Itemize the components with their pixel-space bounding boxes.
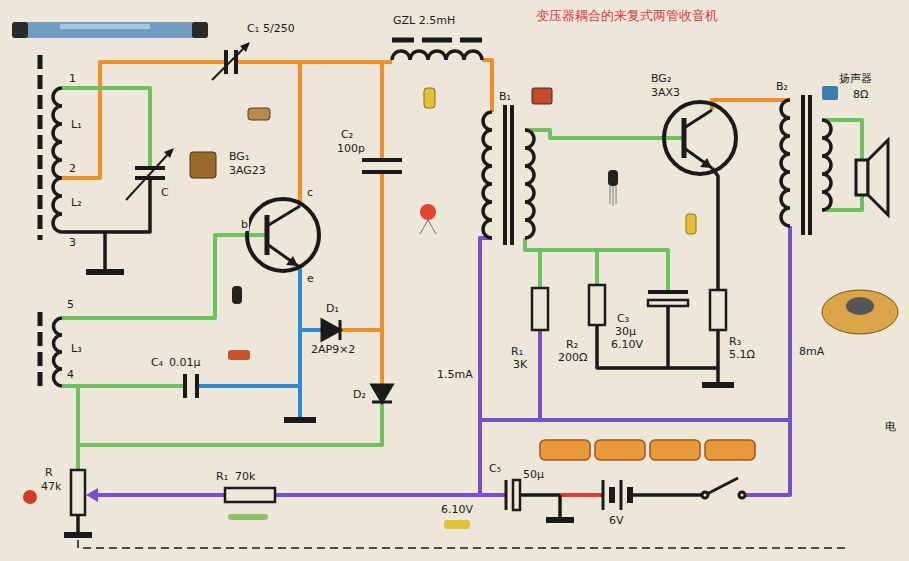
component-label: 8mA	[798, 345, 825, 358]
component-label: 6V	[608, 514, 625, 527]
speaker-symbol	[856, 140, 888, 215]
transformer-core	[392, 40, 810, 245]
component-label: C₃	[616, 312, 630, 325]
tuning-arrow	[164, 148, 174, 158]
emitter-arrow	[700, 158, 712, 168]
component-label: C	[160, 186, 170, 199]
component-label: b	[240, 218, 249, 231]
ferrite-rod	[12, 22, 208, 38]
component-label: 扬声器	[838, 72, 873, 85]
black-wire	[62, 168, 718, 535]
component-pictures	[23, 86, 898, 529]
component-label: R₁	[215, 470, 229, 483]
component-label: R₃	[728, 335, 742, 348]
component-label: C₅	[488, 462, 502, 475]
antenna-core	[38, 55, 43, 392]
component-label: R₂	[565, 338, 579, 351]
diode-symbol	[322, 320, 392, 402]
capacitor-symbol	[126, 46, 688, 510]
switch-symbol	[702, 478, 745, 498]
component-label: L₃	[70, 342, 83, 355]
component-label: D₂	[352, 388, 367, 401]
component-label: 3AX3	[650, 86, 681, 99]
component-label: 70k	[234, 470, 256, 483]
component-label: 6.10V	[610, 338, 644, 351]
component-label: 4	[66, 368, 75, 381]
wiper-arrow	[86, 488, 98, 502]
component-label: 200Ω	[557, 351, 588, 364]
component-label: 3AG23	[228, 164, 267, 177]
component-label: 0.01μ	[168, 356, 202, 369]
resistor-symbol	[71, 285, 726, 515]
coil-symbol	[53, 51, 831, 386]
trimmer-arrow	[240, 42, 250, 52]
orange-wire	[62, 60, 790, 385]
diagram-title: 变压器耦合的来复式两管收音机	[535, 8, 719, 24]
component-label: 3K	[512, 358, 528, 371]
component-label: c	[306, 186, 314, 199]
component-label: L₂	[70, 196, 83, 209]
component-label: B₂	[775, 80, 789, 93]
component-label: e	[306, 272, 315, 285]
emitter-arrow	[286, 256, 298, 266]
component-label: 电	[884, 420, 897, 433]
green-wire	[62, 88, 862, 470]
component-label: 47k	[40, 480, 62, 493]
component-label: D₁	[325, 302, 340, 315]
battery-cells-picture	[540, 440, 755, 460]
component-label: 1.5mA	[436, 368, 474, 381]
component-label: 3	[68, 236, 77, 249]
component-label: 5	[66, 298, 75, 311]
component-label: C₁	[246, 22, 260, 35]
component-label: 8Ω	[852, 88, 869, 101]
component-label: 2	[68, 162, 77, 175]
component-label: 2AP9×2	[310, 343, 356, 356]
purple-wire	[96, 226, 790, 495]
component-label: GZL 2.5mH	[392, 14, 456, 27]
component-label: L₁	[70, 118, 83, 131]
component-label: R₁	[510, 345, 524, 358]
component-label: R	[44, 466, 54, 479]
ground-symbol	[64, 272, 734, 535]
component-label: 100p	[336, 142, 366, 155]
red-wire	[560, 493, 603, 497]
transistor-symbol	[247, 102, 736, 271]
battery-symbol	[603, 480, 630, 510]
component-label: 6.10V	[440, 503, 474, 516]
component-label: C₄	[150, 356, 164, 369]
component-label: 30μ	[614, 325, 637, 338]
component-label: C₂	[340, 128, 354, 141]
component-label: 5/250	[262, 22, 296, 35]
component-label: BG₂	[650, 72, 672, 85]
blue-wire	[197, 266, 322, 420]
component-label: B₁	[498, 90, 512, 103]
dashed-link	[78, 540, 850, 548]
component-label: 1	[68, 72, 77, 85]
component-label: BG₁	[228, 150, 250, 163]
component-label: 50μ	[522, 468, 545, 481]
component-label: 5.1Ω	[728, 348, 756, 361]
